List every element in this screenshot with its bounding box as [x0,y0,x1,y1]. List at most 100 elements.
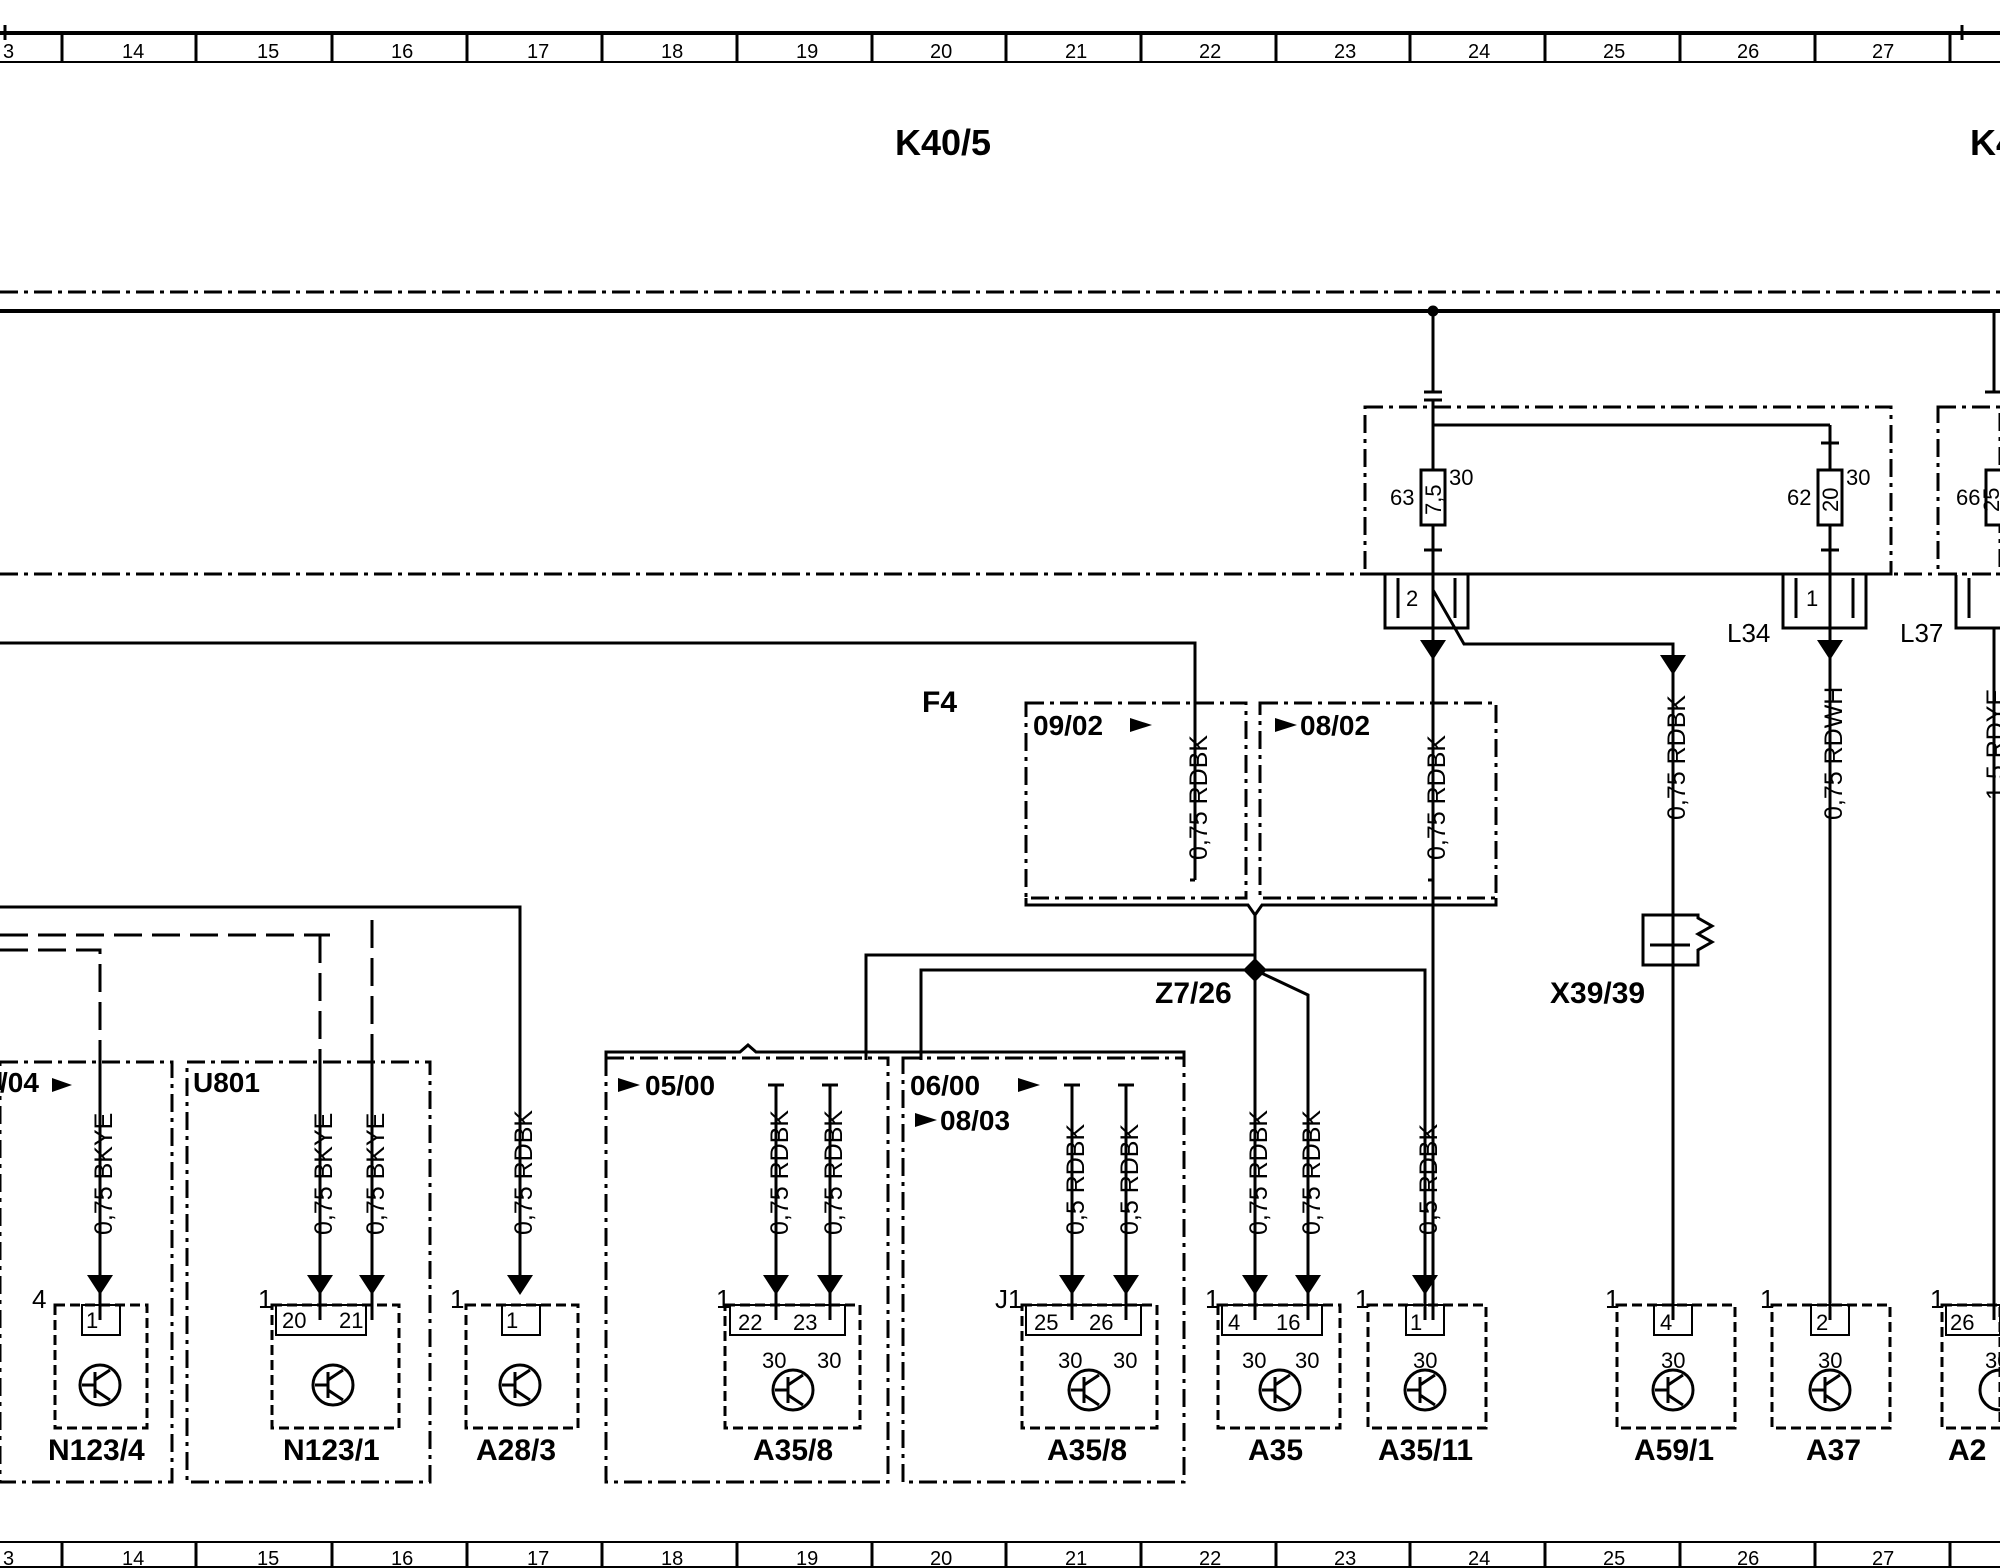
ruler-col: 17 [527,1548,549,1568]
pin: 23 [793,1310,817,1335]
component-label: A35/11 [1378,1434,1473,1467]
wire-label: 0,5 RDBK [1415,1124,1443,1235]
bottom-wire-arrows [87,1275,1438,1295]
ruler-col: 22 [1199,1548,1221,1568]
wire-label: 0,75 RDBK [510,1110,538,1235]
wire-label: 0,75 RDBK [1663,695,1691,820]
ruler-col: 23 [1334,41,1356,63]
fuse-output-pin: 2 [1406,586,1418,611]
fuse-box-2 [1936,405,2000,576]
wire-label: 0,5 RDBK [1116,1124,1144,1235]
component-label: A2 [1948,1434,1986,1467]
component-a35-8-b: 25 26 30 30 J1 A35/8 [995,1284,1159,1467]
ruler-col: 16 [391,41,413,63]
wire-label: 0,75 RDBK [1245,1110,1273,1235]
pin: 30 [1242,1348,1266,1373]
connector-x39-39 [1641,913,1716,967]
ruler-col: 20 [930,41,952,63]
pin: 30 [1985,1348,2000,1373]
pin: 30 [762,1348,786,1373]
splice-node [1243,958,1267,982]
wire-label: 0,75 RDBK [820,1110,848,1235]
pin: 16 [1276,1310,1300,1335]
connector-label-l37: L37 [1900,618,1943,648]
variant-box-09-02 [1024,701,1498,900]
fuse-output-wires [1425,575,1996,1320]
variant-arrows-top [1130,718,1297,732]
bottom-ruler-labels: 3 14 15 16 17 18 19 20 21 22 23 24 25 26… [3,1548,1894,1568]
ruler-col: 21 [1065,1548,1087,1568]
label-f4: F4 [922,686,957,719]
component-label: A37 [1806,1434,1861,1467]
fuse-63: 63 30 7,5 [1390,465,1473,575]
side-number: 1 [716,1284,730,1314]
ruler-col: 18 [661,41,683,63]
dashed-cables [0,920,374,1060]
component-a35-11: 1 30 1 A35/11 [1355,1284,1488,1467]
label-u801: U801 [193,1067,260,1098]
wire-label: 0,75 BKYE [90,1113,118,1235]
ruler-col: 15 [257,41,279,63]
side-number: 1 [1205,1284,1219,1314]
fuse-left-pin: 63 [1390,485,1414,510]
component-n123-1: 20 21 1 N123/1 [258,1284,401,1467]
fuse-62: 62 30 20 [1787,465,1870,575]
label-x39-39: X39/39 [1550,977,1645,1010]
variant-label-09-02: 09/02 [1033,710,1103,741]
component-a59-1: 4 30 1 A59/1 [1605,1284,1737,1467]
ruler-col: 24 [1468,1548,1490,1568]
component-label: N123/4 [48,1434,145,1467]
side-number: 1 [258,1284,272,1314]
side-number: 4 [32,1284,46,1314]
variant-label-06-00: 06/00 [910,1070,980,1101]
pin: 2 [1816,1310,1828,1335]
side-number: 1 [450,1284,464,1314]
top-ruler [0,25,2000,63]
ruler-col: 18 [661,1548,683,1568]
component-title-k4-partial: K4 [1970,122,2000,163]
wire-label: 0,75 BKYE [362,1113,390,1235]
bottom-ruler [0,1541,2000,1568]
ruler-col: 27 [1872,1548,1894,1568]
wire-label: 0,75 BKYE [310,1113,338,1235]
pin: 30 [1295,1348,1319,1373]
ruler-col: 25 [1603,1548,1625,1568]
side-number: 1 [1760,1284,1774,1314]
component-a28-3: 1 1 A28/3 [450,1284,580,1467]
ruler-col: 19 [796,41,818,63]
ruler-col: 26 [1737,41,1759,63]
pin: 1 [86,1308,98,1333]
ruler-col: 24 [1468,41,1490,63]
fuse-right-pin: 30 [1449,465,1473,490]
pin: 1 [1410,1310,1422,1335]
pin: 30 [817,1348,841,1373]
fuse-output-connector-1 [1781,575,1868,630]
pin: 1 [506,1308,518,1333]
wire-label: 0,75 RDWH [1820,687,1848,820]
pin: 30 [1113,1348,1137,1373]
side-number: 1 [1930,1284,1944,1314]
variant-label-04: /04 [0,1067,39,1098]
fuse-output-connector-2 [1383,575,1470,630]
pin: 30 [1413,1348,1437,1373]
ruler-col: 16 [391,1548,413,1568]
side-number: J1 [995,1284,1022,1314]
fuse-rating: 7,5 [1421,484,1446,515]
fuse-feed-wires [1424,305,2000,470]
wire-label: 0,75 RDBK [1185,735,1213,860]
ruler-col: 26 [1737,1548,1759,1568]
ruler-col: 17 [527,41,549,63]
wire-label: 0,75 RDBK [766,1110,794,1235]
pin: 30 [1661,1348,1685,1373]
ruler-col: 25 [1603,41,1625,63]
fuse-box-1 [1363,405,1893,576]
pin: 22 [738,1310,762,1335]
component-label: A35 [1248,1434,1303,1467]
pin: 26 [1089,1310,1113,1335]
variant-arrows-lower [52,1078,1040,1127]
wire-label: 0,5 RDBK [1062,1124,1090,1235]
side-number: 1 [1605,1284,1619,1314]
fuse-rating: 20 [1818,488,1843,512]
module-boundary [0,290,2000,576]
ruler-col: 14 [122,41,144,63]
